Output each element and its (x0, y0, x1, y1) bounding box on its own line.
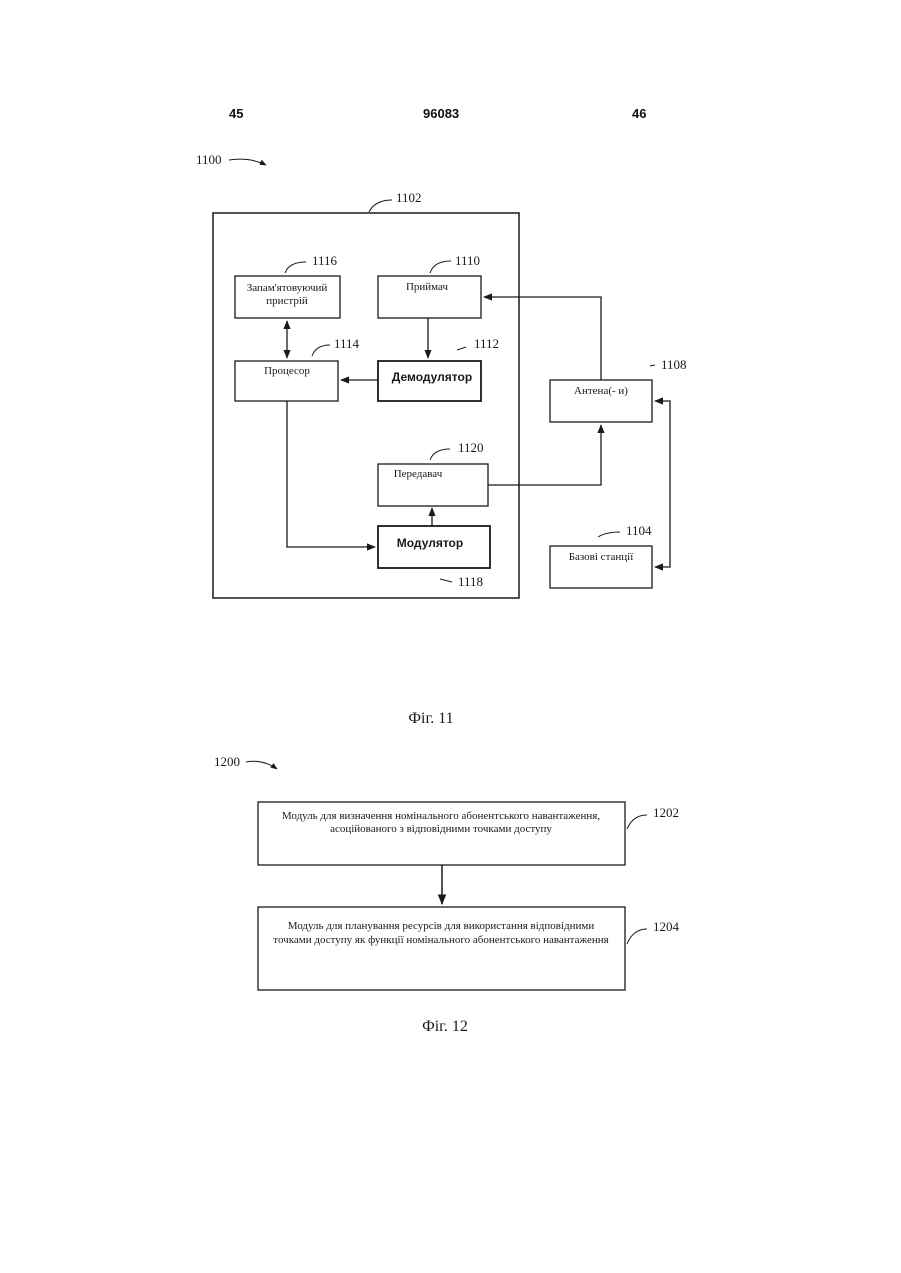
device-frame (213, 213, 519, 598)
figure-12: 1200 Модуль для визначення номінального … (214, 754, 680, 1035)
ref-1202-leader (627, 815, 647, 829)
modulator-label: Модулятор (397, 536, 463, 550)
figure-12-caption: Фіг. 12 (422, 1018, 468, 1035)
transmitter-to-antenna-arrow (488, 425, 601, 485)
ref-1108-leader (650, 365, 655, 366)
ref-1116-leader (285, 262, 306, 273)
ref-1100-pointer (229, 159, 266, 165)
ref-1104-leader (598, 532, 620, 537)
ref-1102-leader (369, 200, 392, 212)
ref-1108-label: 1108 (661, 357, 687, 372)
memory-label-line2: пристрій (266, 295, 308, 307)
module-1202-line1: Модуль для визначення номінального абоне… (282, 810, 600, 822)
transmitter-label: Передавач (394, 468, 443, 480)
ref-1104-label: 1104 (626, 523, 652, 538)
module-1204-line1: Модуль для планування ресурсів для викор… (288, 920, 595, 932)
ref-1200-label: 1200 (214, 754, 240, 769)
processor-label: Процесор (264, 365, 310, 377)
ref-1110-leader (430, 261, 451, 273)
figure-11: 1100 1102 Запам'ятовуючий пристрій 1116 … (196, 152, 687, 727)
ref-1110-label: 1110 (455, 253, 480, 268)
module-1204-line2: точками доступу як функції номінального … (273, 934, 608, 946)
ref-1120-label: 1120 (458, 440, 484, 455)
ref-1120-leader (430, 449, 450, 460)
ref-1112-label: 1112 (474, 336, 499, 351)
demodulator-label: Демодулятор (392, 370, 472, 384)
ref-1200-pointer (246, 761, 277, 769)
ref-1116-label: 1116 (312, 253, 338, 268)
ref-1112-leader (457, 347, 466, 350)
ref-1204-label: 1204 (653, 919, 680, 934)
base-stations-label: Базові станції (569, 551, 635, 563)
ref-1100-label: 1100 (196, 152, 222, 167)
processor-to-modulator-arrow (287, 401, 375, 547)
ref-1118-label: 1118 (458, 574, 483, 589)
ref-1114-leader (312, 345, 330, 356)
ref-1202-label: 1202 (653, 805, 679, 820)
antenna-label: Антена(- и) (574, 385, 628, 397)
memory-label-line1: Запам'ятовуючий (247, 282, 328, 294)
module-1202-line2: асоційованого з відповідними точками дос… (330, 823, 552, 835)
antenna-base-stations-link (655, 401, 670, 567)
figure-11-caption: Фіг. 11 (408, 710, 453, 727)
ref-1118-leader (440, 579, 452, 582)
antenna-to-receiver-arrow (484, 297, 601, 380)
receiver-label: Приймач (406, 281, 449, 293)
ref-1204-leader (627, 929, 647, 944)
ref-1114-label: 1114 (334, 336, 360, 351)
ref-1102-label: 1102 (396, 190, 422, 205)
